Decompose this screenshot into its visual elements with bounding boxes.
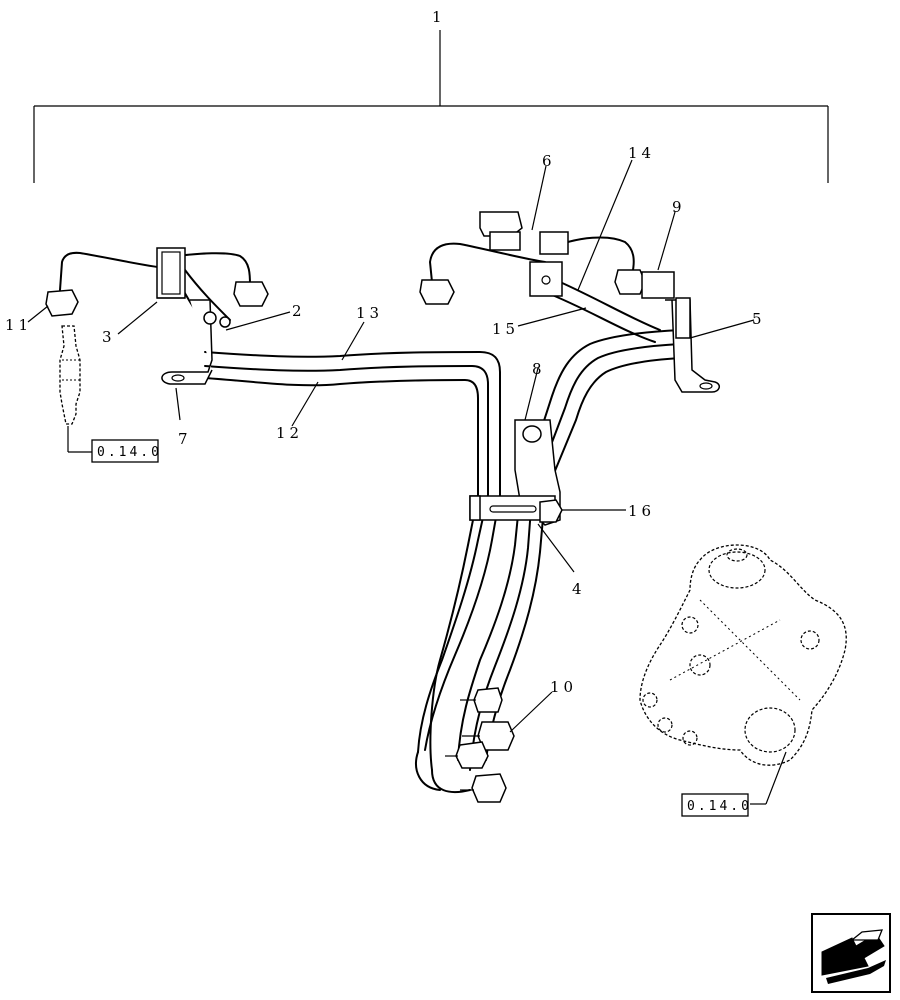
- callout-7: 7: [178, 430, 192, 448]
- reference-box-pump[interactable]: 0.14.0: [681, 793, 752, 817]
- callout-13: 13: [356, 304, 383, 322]
- callout-9: 9: [672, 198, 686, 216]
- right-injector-pipes: [429, 236, 661, 343]
- leader-lines: [27, 159, 787, 805]
- injection-pump-dashed: [639, 544, 847, 766]
- callout-8: 8: [532, 360, 546, 378]
- left-bracket: [161, 299, 231, 385]
- callout-1: 1: [432, 8, 446, 26]
- left-clamp: [156, 247, 186, 299]
- injector-nuts: [45, 269, 646, 317]
- assembly-bracket: [33, 30, 829, 183]
- callout-5: 5: [752, 310, 766, 328]
- callout-16: 16: [628, 502, 655, 520]
- center-clamp: [469, 495, 563, 523]
- reference-box-injector[interactable]: 0.14.0: [91, 439, 162, 463]
- reference-label-pump: 0.14.0: [687, 799, 752, 814]
- callout-12: 12: [276, 424, 303, 442]
- reference-label-injector: 0.14.0: [97, 445, 162, 460]
- callout-4: 4: [572, 580, 586, 598]
- injection-pipe-bundle: [204, 329, 681, 794]
- pump-fittings: [445, 687, 515, 803]
- callout-2: 2: [292, 302, 306, 320]
- callout-10: 10: [550, 678, 577, 696]
- right-bracket: [641, 271, 720, 393]
- callout-15: 15: [492, 320, 519, 338]
- callout-11: 11: [5, 316, 32, 334]
- left-injector-pipes: [59, 251, 251, 326]
- upper-right-clamp: [479, 211, 569, 297]
- next-page-arrow-icon[interactable]: [811, 913, 891, 993]
- callout-3: 3: [102, 328, 116, 346]
- callout-labels: 1 2 3 4 5 6 7 8 9 10 11 12 13 14 15 16: [5, 8, 766, 696]
- callout-6: 6: [542, 152, 556, 170]
- injector-dashed: [59, 325, 81, 425]
- callout-14: 14: [628, 144, 655, 162]
